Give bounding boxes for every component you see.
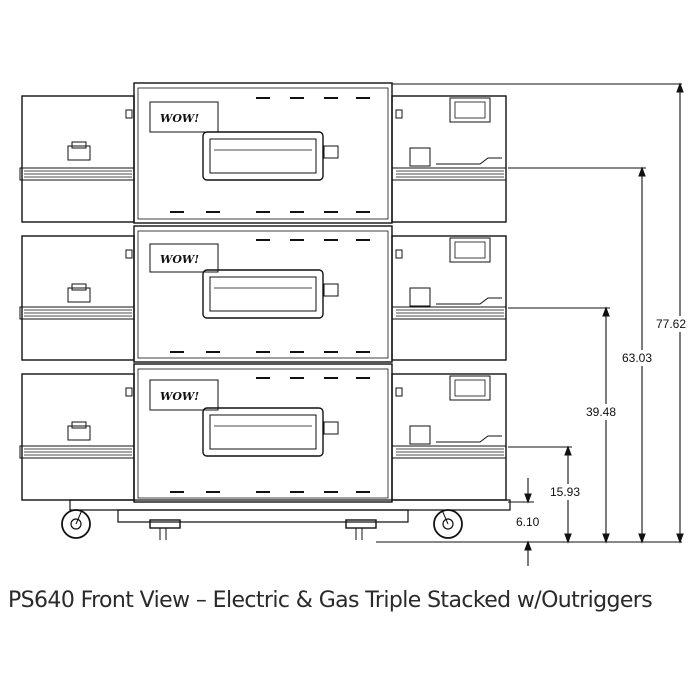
dimension-lines <box>376 82 684 566</box>
stand-with-outriggers <box>61 499 511 540</box>
wow-logo-middle: WOW! <box>160 253 199 266</box>
dim-label-63-03: 63.03 <box>622 351 652 365</box>
figure-caption: PS640 Front View – Electric & Gas Triple… <box>8 588 653 613</box>
oven-deck-bottom: WOW! <box>19 363 507 503</box>
dim-label-39-48: 39.48 <box>586 405 616 419</box>
wow-logo-top: WOW! <box>160 112 199 125</box>
oven-front-view-drawing: WOW! WOW! <box>19 82 687 566</box>
oven-deck-middle: WOW! <box>19 225 507 363</box>
dim-label-77-62: 77.62 <box>656 317 686 331</box>
dim-label-15-93: 15.93 <box>550 485 580 499</box>
wow-logo-bottom: WOW! <box>160 390 199 403</box>
dim-label-6-10: 6.10 <box>516 515 540 529</box>
oven-deck-top: WOW! <box>19 82 507 224</box>
